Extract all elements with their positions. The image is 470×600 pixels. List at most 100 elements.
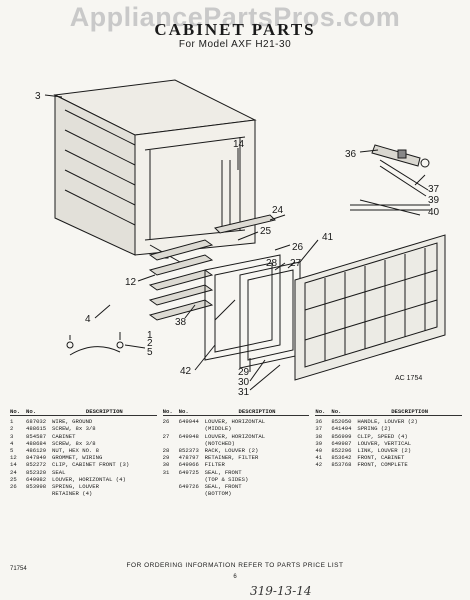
part-no: 488684 [26,439,47,447]
description: RETAINER, FILTER [204,454,259,462]
callout-3: 3 [35,91,41,102]
handwritten-note: 319-13-14 [250,584,312,598]
page-number: 6 [233,574,237,580]
illus-no: 36 [315,418,323,426]
part-no [179,490,205,497]
part-no: 853768 [331,461,352,469]
illus-no: 42 [315,461,323,469]
callout-5: 5 [147,347,153,358]
header-desc: DESCRIPTION [238,408,276,415]
horizontal-louvers-drawing [148,214,276,321]
part-no: 847849 [26,454,47,462]
illus-no: 29 [162,454,170,462]
illus-no: 12 [10,454,17,462]
illus-no: 1 [10,418,14,426]
part-no: 852050 [331,418,352,426]
illus-no: 14 [10,461,17,469]
page-title: CABINET PARTS [154,20,316,39]
part-no: 649725 [178,468,199,476]
table-row: RETAINER (4) [10,490,157,497]
illus-no: 3 [10,432,14,440]
description: WIRE, GROUND [52,418,93,426]
part-no: 852373 [178,447,199,455]
description: LOUVER, HORIZONTAL [204,432,266,440]
description: (MIDDLE) [204,425,232,433]
table-row: (NOTCHED) [163,440,310,447]
illus-no: 38 [315,432,323,440]
table-row: 25 649982 LOUVER, HORIZONTAL (4) [10,476,157,483]
illus-no [163,440,179,447]
part-no: 649982 [26,475,47,483]
callout-29: 29 [238,367,250,378]
description: LINK, LOUVER (2) [357,447,412,455]
table-row: 42 853768 FRONT, COMPLETE [315,461,462,468]
part-no: 852320 [26,468,47,476]
description: LOUVER, HORIZONTAL (4) [52,475,126,483]
illus-no: 31 [162,468,170,476]
illus-no: 28 [162,447,170,455]
header-desc: DESCRIPTION [391,408,429,415]
ac-code: AC 1754 [395,375,422,382]
table-row: (TOP & SIDES) [163,476,310,483]
illus-no: 25 [10,475,17,483]
table-row: 37 641494 SPRING (2) [315,425,462,432]
illus-no [163,425,179,432]
description: SEAL [52,468,66,476]
table-row: 36 852050 HANDLE, LOUVER (2) [315,418,462,425]
description: SCREW, 8x 3/8 [52,425,96,433]
part-no: 854587 [26,432,47,440]
illus-no: 37 [315,425,323,433]
part-no: 856999 [331,432,352,440]
description: (BOTTOM) [204,490,232,498]
description: FRONT, COMPLETE [357,461,408,469]
ground-wire-drawing [66,332,124,356]
callout-2: 2 [147,338,153,349]
description: FRONT, CABINET [357,454,405,462]
description: LOUVER, HORIZONTAL [204,418,266,426]
part-no: 649948 [178,432,199,440]
part-no [179,476,205,483]
part-no: 649944 [178,418,199,426]
part-no: 641494 [331,425,352,433]
part-no [26,490,52,497]
illus-no [163,490,179,497]
table-header: No. No. DESCRIPTION [315,408,463,417]
callout-28: 28 [266,258,278,269]
callout-31: 31 [238,387,250,398]
part-no: 852296 [331,447,352,455]
description: SPRING (2) [357,425,391,433]
description: SEAL, FRONT [204,483,242,491]
part-no: 649966 [178,461,199,469]
filter-frame-drawing [204,254,301,369]
callout-25: 25 [260,226,272,237]
callout-36: 36 [345,149,357,160]
parts-column-3: No. No. DESCRIPTION 36 852050 HANDLE, LOUV… [315,408,463,497]
ordering-note: FOR ORDERING INFORMATION REFER TO PARTS … [126,562,344,569]
description: HANDLE, LOUVER (2) [357,418,418,426]
header-part: No. [26,408,37,415]
illus-no: 5 [10,447,14,455]
illus-no: 4 [10,439,14,447]
part-no: 649987 [331,439,352,447]
callout-38: 38 [175,317,187,328]
part-no: 852272 [26,461,47,469]
table-header: No. No. DESCRIPTION [10,408,157,417]
illus-no: 41 [315,454,323,462]
illus-no: 26 [10,483,17,491]
description: SEAL, FRONT [204,468,242,476]
